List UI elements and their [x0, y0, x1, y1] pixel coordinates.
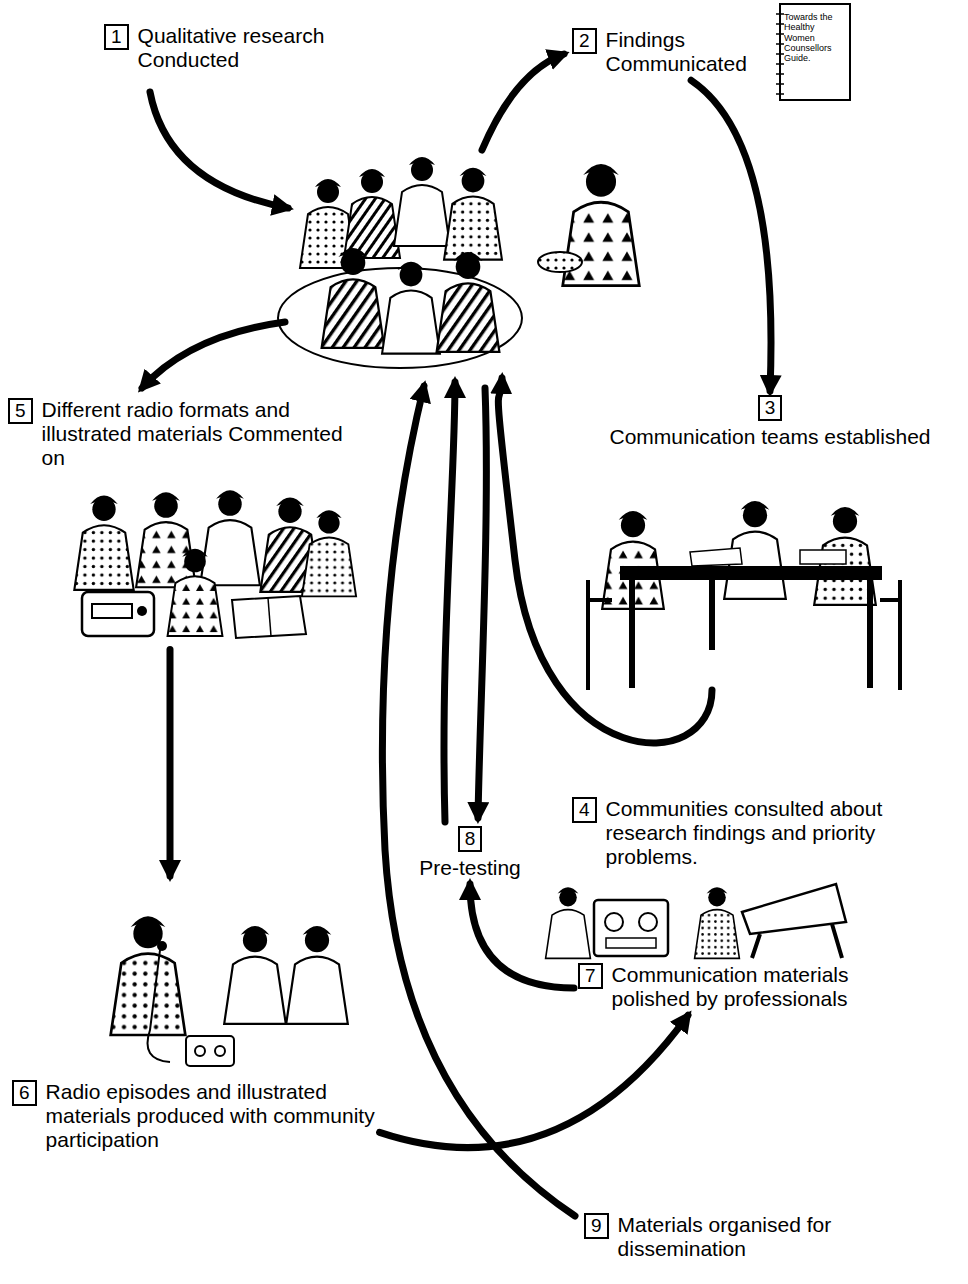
step-number: 8 — [458, 826, 483, 852]
process-step: 1 Qualitative research Conducted — [104, 24, 388, 72]
step-text: Pre-testing — [405, 856, 535, 880]
step-text: Communities consulted about research fin… — [606, 797, 926, 869]
step-number: 7 — [578, 963, 603, 989]
step-text: Findings Communicated — [606, 28, 771, 76]
step-number: 3 — [758, 395, 783, 421]
process-step: 7 Communication materials polished by pro… — [578, 963, 912, 1011]
step-text: Radio episodes and illustrated materials… — [46, 1080, 376, 1152]
step-text: Communication materials polished by prof… — [612, 963, 912, 1011]
process-step: 8Pre-testing — [405, 826, 535, 880]
flow-arrow — [470, 884, 574, 988]
step-number: 2 — [572, 28, 597, 54]
step-number: 9 — [584, 1213, 609, 1239]
process-step: 5 Different radio formats and illustrated… — [8, 398, 364, 645]
flow-arrow — [167, 649, 174, 876]
step-number: 1 — [104, 24, 129, 50]
process-step: 4 Communities consulted about research fi… — [572, 797, 926, 869]
flow-arrow — [691, 80, 771, 391]
step-text: Different radio formats and illustrated … — [42, 398, 364, 470]
process-step: 9 Materials organised for dissemination — [584, 1213, 938, 1261]
process-step: 3Communication teams established — [575, 395, 965, 449]
process-step: 6 Radio episodes and illustrated material… — [12, 880, 376, 1152]
flow-arrow — [380, 1015, 688, 1147]
step-number: 5 — [8, 398, 33, 424]
step-number: 6 — [12, 1080, 37, 1106]
booklet-title: Towards the Healthy Women Counsellors Gu… — [784, 12, 846, 64]
step-number: 4 — [572, 797, 597, 823]
step-text: Communication teams established — [575, 425, 965, 449]
step-text: Qualitative research Conducted — [138, 24, 388, 72]
process-step: 2 Findings Communicated — [572, 28, 771, 76]
step-text: Materials organised for dissemination — [618, 1213, 938, 1261]
